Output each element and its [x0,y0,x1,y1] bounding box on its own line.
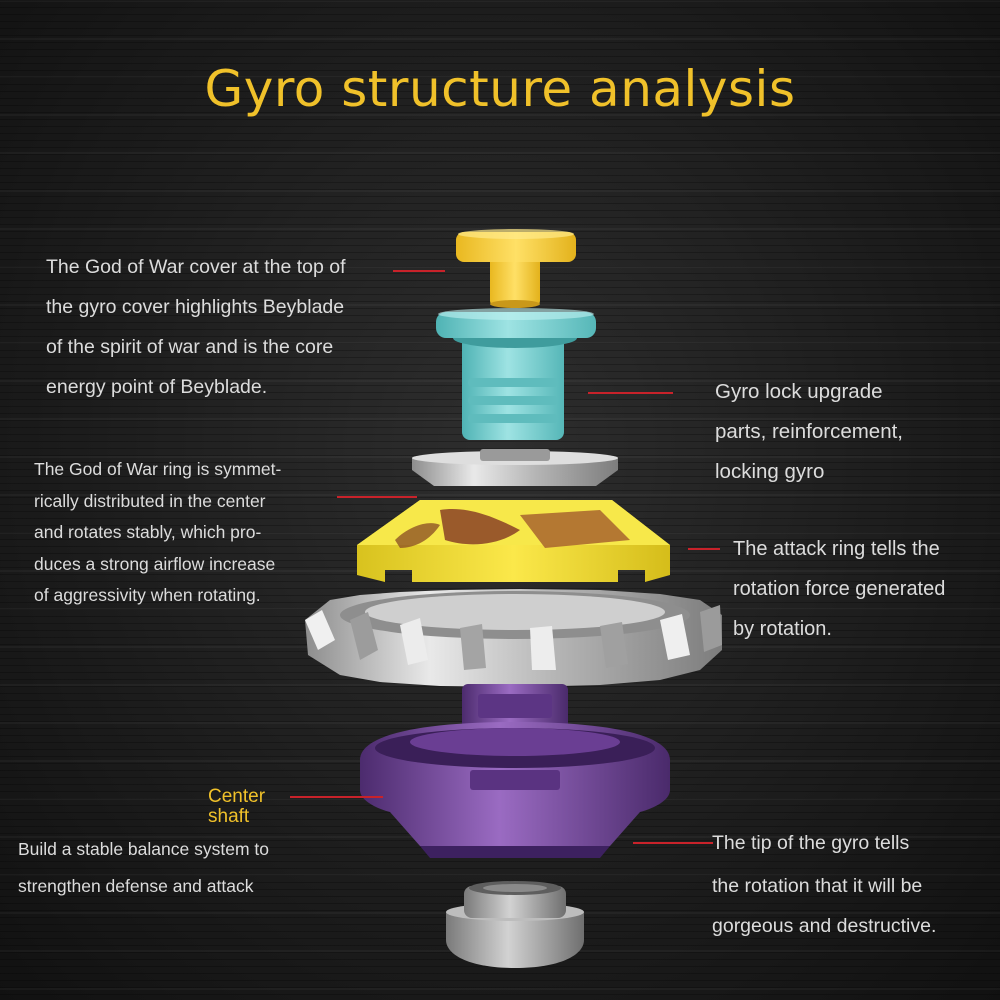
center-shaft-label-line: Center [208,786,266,807]
diagram-title: Gyro structure analysis [204,60,796,118]
leader-line-war-ring [337,496,417,498]
god-of-war-ring-part [357,500,670,582]
annotation-gyro-lock: Gyro lock upgrade parts, reinforcement, … [715,372,903,492]
annotation-line: energy point of Beyblade. [46,376,268,398]
annotation-center-shaft: Build a stable balance system to strengt… [18,831,269,904]
annotation-line: Build a stable balance system to [18,839,269,859]
annotation-line: gorgeous and destructive. [712,915,937,937]
annotation-line: by rotation. [733,618,832,640]
annotation-line: The tip of the gyro tells [712,832,910,854]
gyro-lock-part [436,308,596,440]
lock-ring-part [412,449,618,486]
attack-ring-metal-part [305,589,722,687]
annotation-line: the gyro cover highlights Beyblade [46,296,345,318]
gyro-tip-part [446,881,584,968]
leader-line-gyro-lock [588,392,673,394]
center-shaft-label: Center shaft [208,787,265,827]
annotation-attack-ring: The attack ring tells the rotation force… [733,529,945,649]
annotation-line: duces a strong airflow increase [34,553,276,574]
annotation-line: rotation force generated [733,578,946,600]
annotation-top-cover: The God of War cover at the top of the g… [46,247,346,407]
annotation-line: locking gyro [715,460,825,483]
annotation-war-ring: The God of War ring is symmet- rically d… [34,454,281,612]
god-of-war-cover-part [456,229,576,308]
center-shaft-part [360,684,670,858]
annotation-line: parts, reinforcement, [715,420,903,443]
leader-line-top-cover [393,270,445,272]
annotation-tip: The tip of the gyro tells the rotation t… [712,823,936,946]
annotation-line: of the spirit of war and is the core [46,336,334,358]
annotation-line: The God of War ring is symmet- [34,459,282,479]
annotation-line: The attack ring tells the [733,538,940,560]
annotation-line: rically distributed in the center [34,490,266,511]
center-shaft-label-line: shaft [208,806,250,827]
annotation-line: and rotates stably, which pro- [34,522,262,542]
leader-line-tip [633,842,713,844]
annotation-line: Gyro lock upgrade [715,380,883,403]
annotation-line: strengthen defense and attack [18,875,254,896]
leader-line-attack-ring [688,548,720,550]
annotation-line: The God of War cover at the top of [46,256,346,278]
leader-line-center-shaft [290,796,383,798]
annotation-line: the rotation that it will be [712,875,923,897]
annotation-line: of aggressivity when rotating. [34,585,261,605]
